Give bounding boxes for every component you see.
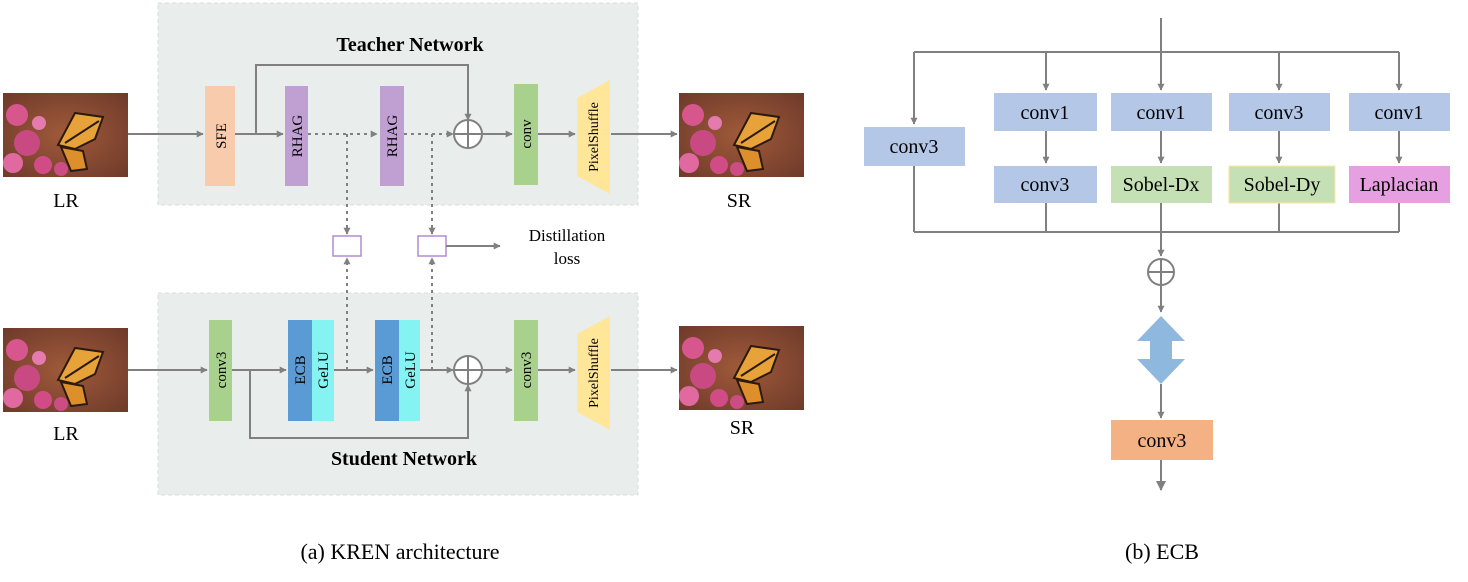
sfe-block [205, 86, 235, 186]
lr-image-bottom [3, 328, 128, 412]
ecb-branch4-bottom-label: Laplacian [1360, 174, 1439, 196]
conv3-block-student-in [209, 320, 232, 421]
ecb-branch3-bottom [1228, 165, 1336, 204]
ecb-branch4-top [1349, 93, 1450, 131]
ecb-label-2: ECB [380, 355, 396, 384]
student-arrows [128, 257, 678, 439]
distill-box-2 [417, 235, 447, 257]
pixelshuffle-label-student: PixelShuffle [587, 338, 602, 408]
pixelshuffle-block-teacher [577, 80, 610, 194]
ecb-branch4-top-label: conv1 [1375, 102, 1424, 124]
ecb-block-1 [288, 320, 312, 421]
ecb-branch1-top-label: conv1 [1021, 102, 1070, 124]
distillation-label-2: loss [554, 249, 580, 268]
conv3-block-student-out [514, 320, 538, 421]
ecb-branch1-bottom [994, 166, 1097, 203]
lr-label-top: LR [53, 190, 79, 212]
distill-box-1 [332, 235, 362, 257]
ecb-branch3-top [1229, 93, 1330, 131]
caption-b: (b) ECB [1125, 539, 1199, 564]
ecb-branch3-bottom-label: Sobel-Dy [1244, 174, 1321, 196]
ecb-final-conv3 [1111, 420, 1213, 460]
lr-label-bottom: LR [53, 423, 79, 445]
pixelshuffle-label-teacher: PixelShuffle [587, 102, 602, 172]
ecb-branch3-top-label: conv3 [1255, 102, 1304, 124]
ecb-branch1-top [994, 93, 1097, 131]
ecb-block-2 [375, 320, 399, 421]
sum-node-student [453, 355, 483, 385]
caption-a: (a) KREN architecture [300, 539, 499, 564]
ecb-branch4-bottom [1349, 166, 1450, 203]
ecb-branch2-top-label: conv1 [1137, 102, 1186, 124]
conv-block-teacher [514, 84, 538, 185]
distillation-label-1: Distillation [529, 226, 606, 245]
ecb-final-conv3-label: conv3 [1138, 430, 1187, 452]
student-network-title: Student Network [331, 448, 478, 470]
ecb-conv3-left [864, 127, 965, 166]
sr-image-bottom [679, 326, 804, 410]
ecb-branch2-top [1111, 93, 1212, 131]
ecb-branch1-bottom-label: conv3 [1021, 174, 1070, 196]
rhag-label-2: RHAG [385, 115, 401, 158]
rhag-block-1 [285, 86, 308, 186]
rhag-label-1: RHAG [290, 115, 306, 158]
sfe-label: SFE [214, 123, 230, 149]
gelu-block-1 [312, 320, 334, 421]
ecb-lines [910, 18, 1403, 491]
gelu-label-1: GeLU [316, 351, 332, 389]
ecb-branch2-bottom-label: Sobel-Dx [1123, 174, 1200, 196]
reparameterize-double-arrow-icon [1137, 316, 1185, 384]
lr-image-top [3, 93, 128, 177]
teacher-network-title: Teacher Network [336, 34, 484, 56]
gelu-block-2 [399, 320, 420, 421]
ecb-label-1: ECB [293, 355, 309, 384]
ecb-branch2-bottom [1111, 166, 1212, 203]
sum-node-teacher [453, 119, 483, 149]
conv3-label-student-in: conv3 [214, 352, 230, 389]
sr-image-top [679, 93, 804, 177]
ecb-conv3-left-label: conv3 [890, 136, 939, 158]
conv3-label-student-out: conv3 [519, 352, 535, 389]
conv-label-teacher: conv [519, 119, 535, 149]
rhag-block-2 [380, 86, 404, 186]
sr-label-bottom: SR [730, 417, 755, 439]
sr-label-top: SR [727, 190, 752, 212]
sum-node-ecb [1147, 258, 1175, 286]
pixelshuffle-block-student [577, 316, 610, 430]
gelu-label-2: GeLU [403, 351, 419, 389]
teacher-arrows [128, 64, 678, 235]
